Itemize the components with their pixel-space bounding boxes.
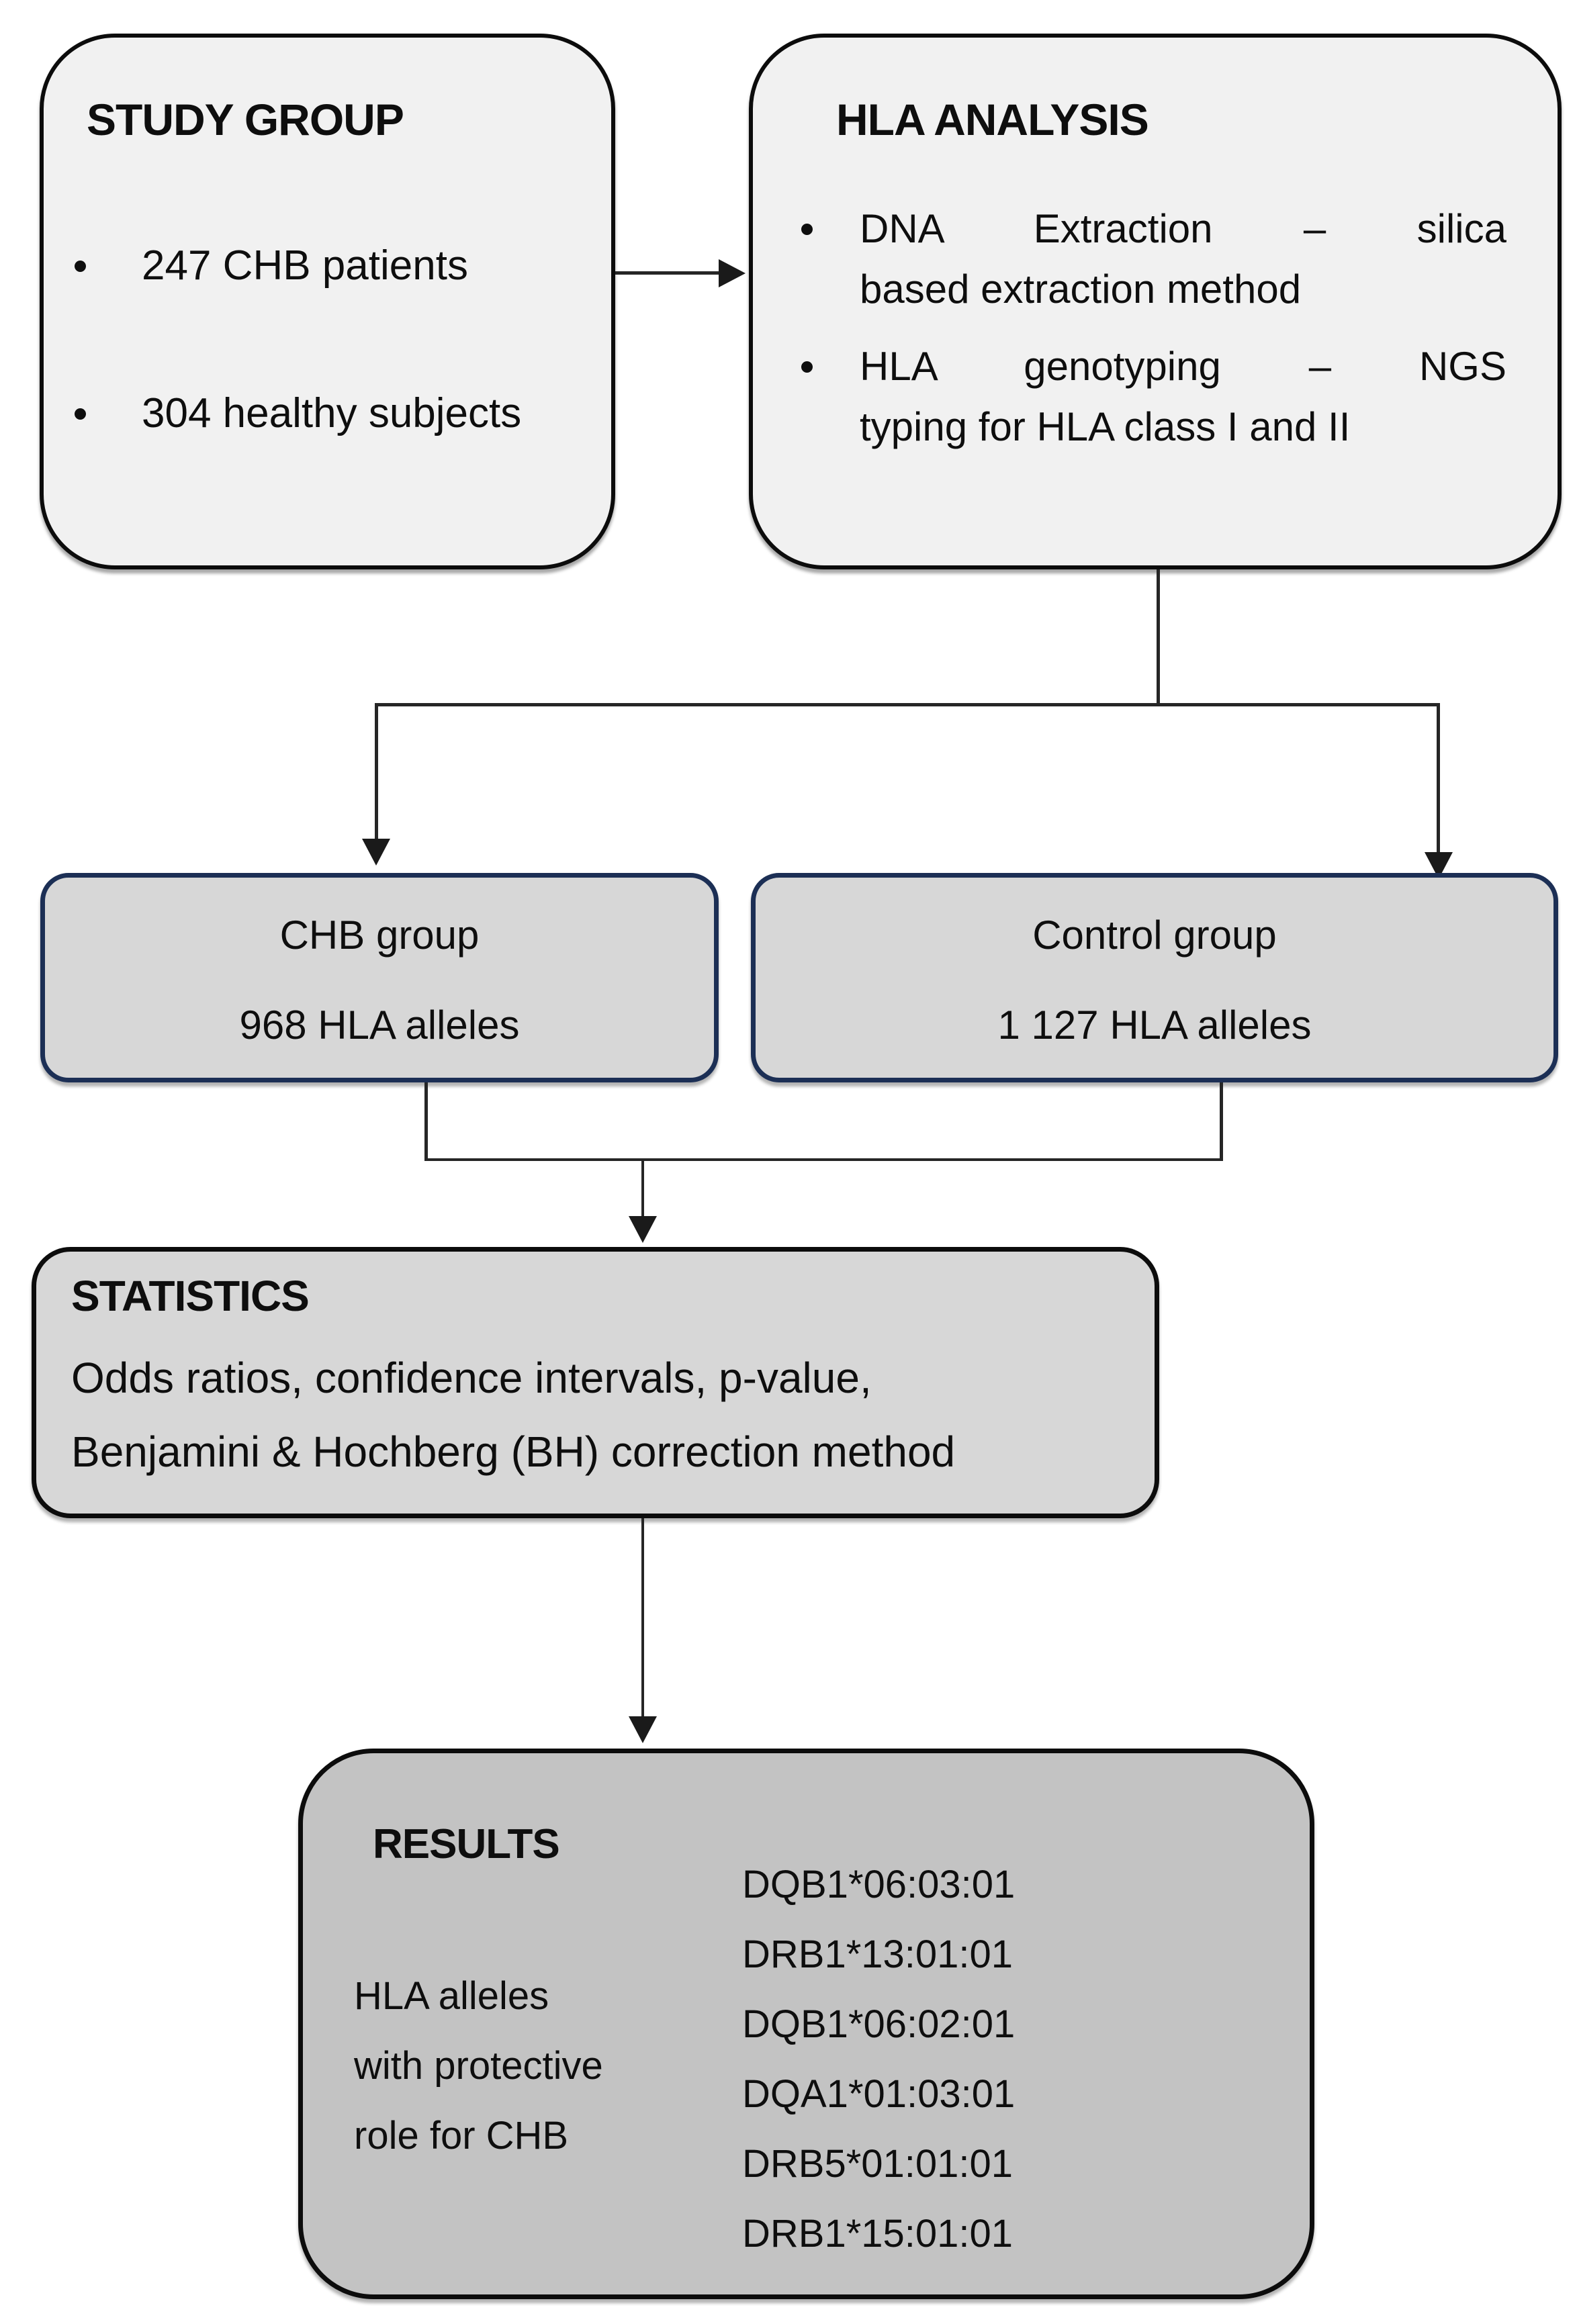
allele-item: DRB1*15:01:01 bbox=[742, 2212, 1013, 2256]
arrowhead-right-icon bbox=[719, 259, 746, 287]
chb-group-line-2: 968 HLA alleles bbox=[239, 1003, 520, 1048]
allele-item: DRB5*01:01:01 bbox=[742, 2142, 1013, 2186]
connector-chb-stem bbox=[424, 1082, 428, 1161]
arrowhead-down-icon bbox=[629, 1216, 657, 1243]
connector-merge-stem bbox=[641, 1158, 644, 1219]
control-group-box: Control group 1 127 HLA alleles bbox=[751, 873, 1558, 1082]
allele-item: DQA1*01:03:01 bbox=[742, 2072, 1016, 2116]
allele-item: DQB1*06:02:01 bbox=[742, 2002, 1016, 2046]
hla-bullet-2-line-2: typing for HLA class I and II bbox=[860, 404, 1351, 449]
arrowhead-down-icon bbox=[629, 1716, 657, 1743]
chb-group-line-1: CHB group bbox=[279, 913, 480, 958]
control-group-line-1: Control group bbox=[1032, 913, 1277, 958]
connector-study-to-hla bbox=[615, 271, 721, 275]
results-description-line-1: HLA alleles bbox=[354, 1974, 549, 2018]
bullet-dot-icon bbox=[801, 361, 813, 373]
hla-bullet-1-line-1: DNA Extraction – silica bbox=[860, 206, 1506, 251]
results-title: RESULTS bbox=[373, 1821, 560, 1867]
study-group-bullet-1: 247 CHB patients bbox=[142, 242, 468, 289]
statistics-title: STATISTICS bbox=[71, 1272, 310, 1320]
chb-group-box: CHB group 968 HLA alleles bbox=[40, 873, 719, 1082]
connector-control-stem bbox=[1220, 1082, 1223, 1161]
connector-stats-to-results bbox=[641, 1518, 644, 1720]
results-box: RESULTS HLA alleles with protective role… bbox=[298, 1749, 1314, 2299]
study-group-bullet-2: 304 healthy subjects bbox=[142, 390, 522, 436]
arrowhead-down-icon bbox=[362, 839, 390, 866]
bullet-dot-icon bbox=[801, 224, 813, 235]
hla-bullet-1-line-2: based extraction method bbox=[860, 267, 1302, 312]
hla-analysis-title: HLA ANALYSIS bbox=[836, 95, 1149, 144]
statistics-line-2: Benjamini & Hochberg (BH) correction met… bbox=[71, 1428, 956, 1476]
connector-branch-horizontal bbox=[375, 703, 1440, 706]
hla-analysis-bullet-1: DNA Extraction – silica based extraction… bbox=[860, 199, 1506, 320]
statistics-box: STATISTICS Odds ratios, confidence inter… bbox=[32, 1247, 1159, 1518]
bullet-dot-icon bbox=[75, 408, 86, 420]
results-description: HLA alleles with protective role for CHB bbox=[354, 1961, 603, 2171]
results-allele-list: DQB1*06:03:01 DRB1*13:01:01 DQB1*06:02:0… bbox=[742, 1850, 1015, 2269]
study-group-title: STUDY GROUP bbox=[87, 95, 404, 144]
hla-analysis-box: HLA ANALYSIS DNA Extraction – silica bas… bbox=[749, 34, 1562, 569]
control-group-line-2: 1 127 HLA alleles bbox=[997, 1003, 1312, 1048]
connector-branch-left bbox=[375, 703, 378, 841]
statistics-line-1: Odds ratios, confidence intervals, p-val… bbox=[71, 1354, 872, 1402]
connector-merge-horizontal bbox=[424, 1158, 1223, 1161]
allele-item: DQB1*06:03:01 bbox=[742, 1863, 1016, 1906]
results-description-line-3: role for CHB bbox=[354, 2114, 569, 2157]
hla-bullet-2-line-1: HLA genotyping – NGS bbox=[860, 344, 1506, 389]
connector-branch-right bbox=[1437, 703, 1440, 854]
study-group-box: STUDY GROUP 247 CHB patients 304 healthy… bbox=[40, 34, 615, 569]
hla-analysis-bullet-2: HLA genotyping – NGS typing for HLA clas… bbox=[860, 336, 1506, 457]
connector-hla-stem bbox=[1157, 569, 1160, 706]
allele-item: DRB1*13:01:01 bbox=[742, 1933, 1013, 1976]
results-description-line-2: with protective bbox=[354, 2044, 603, 2088]
bullet-dot-icon bbox=[75, 261, 86, 272]
